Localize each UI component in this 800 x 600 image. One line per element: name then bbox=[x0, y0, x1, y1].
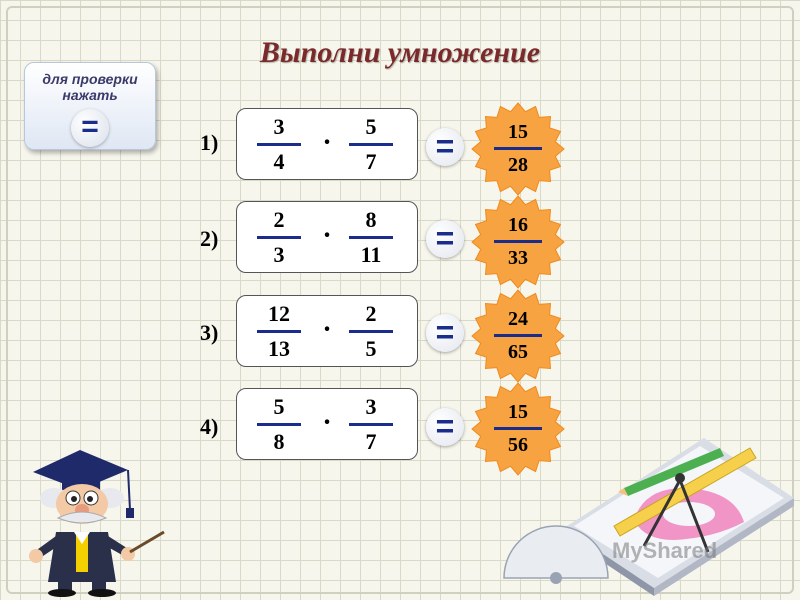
fraction-bar bbox=[257, 423, 301, 426]
check-answer-button[interactable]: для проверки нажать = bbox=[24, 62, 156, 150]
denominator: 11 bbox=[360, 242, 382, 267]
multiply-operator: · bbox=[322, 314, 332, 345]
answer-denominator: 28 bbox=[508, 154, 528, 176]
multiply-operator: · bbox=[322, 127, 332, 158]
fraction-a: 3 4 bbox=[255, 115, 303, 174]
book-and-tools-illustration bbox=[503, 438, 794, 596]
fraction-b: 5 7 bbox=[347, 115, 395, 174]
answer-fraction: 15 56 bbox=[494, 401, 542, 456]
check-button-label: для проверки нажать bbox=[42, 71, 138, 103]
fraction-bar bbox=[257, 330, 301, 333]
answer-numerator: 16 bbox=[508, 214, 528, 236]
answer-numerator: 24 bbox=[508, 308, 528, 330]
fraction-bar bbox=[494, 147, 542, 150]
problem-box: 3 4 · 5 7 bbox=[236, 108, 418, 180]
fraction-bar bbox=[257, 236, 301, 239]
problem-box: 5 8 · 3 7 bbox=[236, 388, 418, 460]
answer-denominator: 56 bbox=[508, 434, 528, 456]
fraction-bar bbox=[349, 236, 393, 239]
numerator: 3 bbox=[273, 114, 285, 139]
professor-illustration bbox=[29, 450, 165, 597]
problem-box: 2 3 · 8 11 bbox=[236, 201, 418, 273]
denominator: 4 bbox=[273, 149, 285, 174]
equals-button[interactable]: = bbox=[426, 128, 464, 166]
fraction-bar bbox=[494, 334, 542, 337]
answer-badge: 16 33 bbox=[470, 194, 566, 290]
equals-button[interactable]: = bbox=[426, 314, 464, 352]
multiply-operator: · bbox=[322, 220, 332, 251]
answer-numerator: 15 bbox=[508, 121, 528, 143]
fraction-a: 2 3 bbox=[255, 208, 303, 267]
fraction-bar bbox=[494, 427, 542, 430]
numerator: 12 bbox=[268, 301, 290, 326]
denominator: 5 bbox=[365, 336, 377, 361]
answer-denominator: 65 bbox=[508, 341, 528, 363]
fraction-bar bbox=[257, 143, 301, 146]
numerator: 2 bbox=[273, 207, 285, 232]
denominator: 13 bbox=[268, 336, 290, 361]
answer-fraction: 15 28 bbox=[494, 121, 542, 176]
denominator: 8 bbox=[273, 429, 285, 454]
answer-fraction: 16 33 bbox=[494, 214, 542, 269]
equals-icon: = bbox=[71, 109, 109, 147]
problem-number: 1) bbox=[200, 130, 219, 155]
fraction-b: 8 11 bbox=[347, 208, 395, 267]
watermark-text: MyShared bbox=[612, 538, 718, 563]
answer-badge: 15 28 bbox=[470, 101, 566, 197]
page-title: Выполни умножение bbox=[259, 36, 541, 69]
fraction-bar bbox=[349, 330, 393, 333]
denominator: 7 bbox=[365, 149, 377, 174]
fraction-a: 5 8 bbox=[255, 395, 303, 454]
problem-number: 2) bbox=[200, 226, 219, 251]
multiply-operator: · bbox=[322, 407, 332, 438]
fraction-bar bbox=[349, 143, 393, 146]
numerator: 8 bbox=[365, 207, 377, 232]
numerator: 5 bbox=[365, 114, 377, 139]
fraction-bar bbox=[349, 423, 393, 426]
problem-number: 4) bbox=[200, 414, 219, 439]
equals-button[interactable]: = bbox=[426, 220, 464, 258]
denominator: 3 bbox=[273, 242, 285, 267]
answer-badge: 24 65 bbox=[470, 288, 566, 384]
fraction-b: 3 7 bbox=[347, 395, 395, 454]
answer-denominator: 33 bbox=[508, 247, 528, 269]
answer-badge: 15 56 bbox=[470, 381, 566, 477]
answer-fraction: 24 65 bbox=[494, 308, 542, 363]
problem-number: 3) bbox=[200, 320, 219, 345]
answer-numerator: 15 bbox=[508, 401, 528, 423]
problem-box: 12 13 · 2 5 bbox=[236, 295, 418, 367]
denominator: 7 bbox=[365, 429, 377, 454]
numerator: 2 bbox=[365, 301, 377, 326]
fraction-bar bbox=[494, 240, 542, 243]
numerator: 3 bbox=[365, 394, 377, 419]
fraction-a: 12 13 bbox=[255, 302, 303, 361]
numerator: 5 bbox=[273, 394, 285, 419]
equals-button[interactable]: = bbox=[426, 408, 464, 446]
fraction-b: 2 5 bbox=[347, 302, 395, 361]
